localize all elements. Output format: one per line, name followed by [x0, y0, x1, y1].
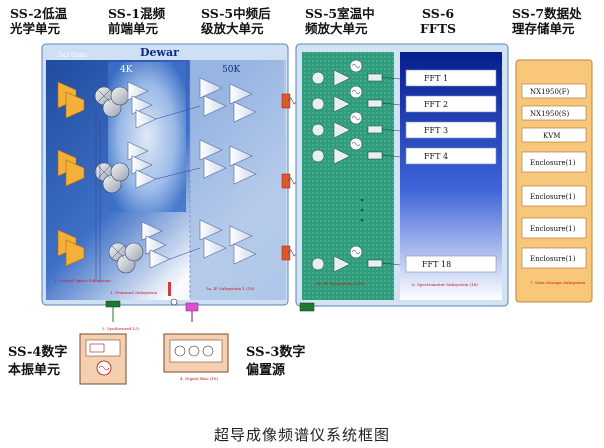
- sub-if-1: 5a. IF Subsystem 1 (18): [206, 286, 255, 291]
- stage-50k-label: 50K: [222, 65, 240, 75]
- storage-item-7: Enclosure(1): [530, 255, 576, 263]
- label-ss1: SS-1混频前端单元: [108, 6, 166, 36]
- sub-cooled-optics: 2. Cooled Optics Subsystem: [54, 278, 111, 283]
- if2-chains: [311, 59, 401, 273]
- label-ss7: SS-7数据处理存储单元: [512, 6, 582, 36]
- connector-if2: [299, 302, 315, 312]
- sub-lo: 3. Synthesized LO: [102, 326, 140, 331]
- lna-4k: [127, 81, 171, 269]
- storage-item-1: NX1950(F): [530, 88, 570, 96]
- dewar-title: Dewar: [140, 46, 179, 59]
- dewar-if-connectors: [281, 93, 291, 261]
- storage-item-6: Enclosure(1): [530, 225, 576, 233]
- sub-bias: 4. Digital Bias (18): [180, 376, 219, 381]
- label-ss2: SS-2低温光学单元: [10, 6, 68, 36]
- label-ss5-rt: SS-5室温中频放大单元: [305, 6, 375, 36]
- storage-item-4: Enclosure(1): [530, 159, 576, 167]
- feed-horns: [57, 81, 85, 267]
- storage-panel: [515, 59, 593, 303]
- ffts-items: FFT 1 FFT 2 FFT 3 FFT 4 FFT 18: [405, 69, 497, 273]
- connector-lo: [105, 300, 121, 308]
- fft-18: FFT 18: [422, 260, 451, 269]
- sub-frontend: 1. Frontend Subsystem: [110, 290, 157, 295]
- fft-3: FFT 3: [424, 126, 448, 135]
- connector-bias: [185, 302, 199, 312]
- stage-4k-label: 4K: [120, 65, 133, 75]
- fft-2: FFT 2: [424, 100, 448, 109]
- amps-50k: [199, 77, 257, 265]
- dewar-units: 3x3 Units: [58, 52, 87, 59]
- sub-ffts: 6. Spectrometer Subsystem (18): [412, 282, 478, 287]
- figure-caption: 超导成像频谱仪系统框图: [213, 426, 390, 444]
- label-ss4: SS-4数字本振单元: [8, 345, 68, 378]
- label-ss5-if: SS-5中频后级放大单元: [201, 6, 271, 36]
- fft-4: FFT 4: [424, 152, 448, 161]
- sub-storage: 7. Data Storage Subsystem: [530, 280, 585, 285]
- sub-if-2: 5b. IF Subsystem 2 (18): [316, 281, 365, 286]
- storage-item-2: NX1950(S): [530, 110, 569, 118]
- storage-item-3: KVM: [543, 132, 560, 140]
- label-ss3: SS-3数字偏置源: [246, 345, 306, 378]
- storage-item-5: Enclosure(1): [530, 193, 576, 201]
- fft-1: FFT 1: [424, 74, 448, 83]
- storage-items: NX1950(F) NX1950(S) KVM Enclosure(1) Enc…: [521, 83, 587, 269]
